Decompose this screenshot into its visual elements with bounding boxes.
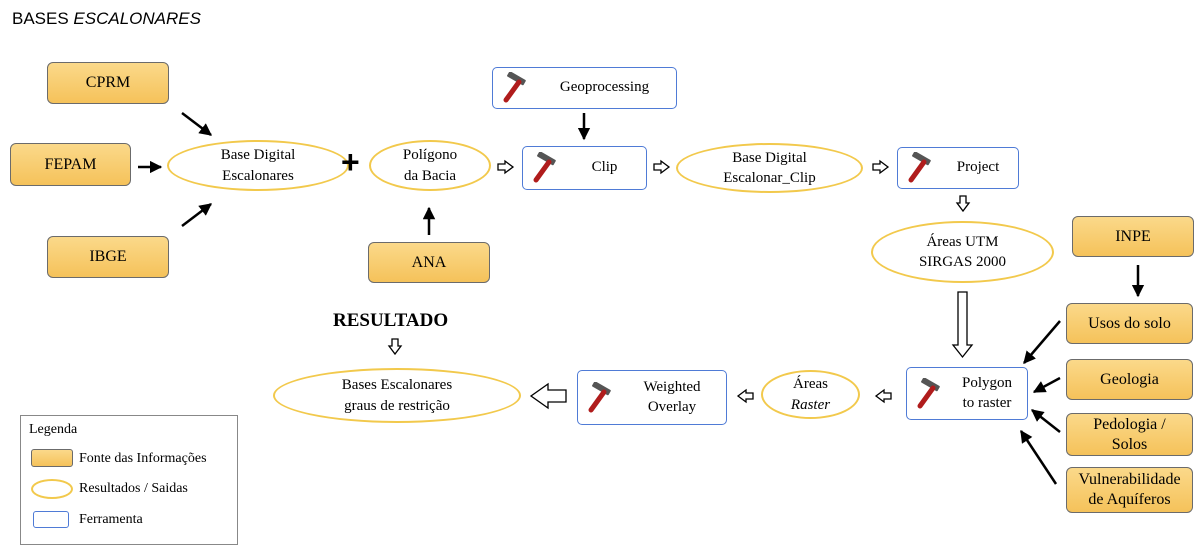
hollow-arrow-left-big (529, 382, 567, 410)
legend: Legenda Fonte das Informações Resultados… (20, 415, 238, 545)
legend-source-swatch (31, 449, 73, 467)
hollow-arrow-right-3 (872, 159, 890, 175)
source-usos-do-solo: Usos do solo (1066, 303, 1193, 344)
legend-tool-swatch (33, 511, 69, 528)
tool-geoprocessing: Geoprocessing (492, 67, 677, 109)
resultado-heading: RESULTADO (333, 310, 449, 331)
hollow-arrow-left-2 (736, 388, 754, 404)
arrow-pedologia (1031, 409, 1061, 433)
hollow-arrow-down-1 (955, 195, 971, 213)
source-fepam: FEPAM (10, 143, 131, 186)
hollow-arrow-down-long (951, 291, 974, 359)
hollow-arrow-right-1 (497, 159, 515, 175)
legend-tool-label: Ferramenta (79, 512, 143, 527)
legend-result-label: Resultados / Saidas (79, 481, 188, 496)
legend-result-swatch (31, 479, 73, 499)
legend-title: Legenda (29, 422, 78, 437)
hammer-icon (533, 152, 556, 183)
page-title: BASES ESCALONARES (12, 9, 201, 28)
hammer-icon (917, 377, 940, 408)
arrow-usos (1023, 320, 1061, 364)
source-inpe: INPE (1072, 216, 1194, 257)
hollow-arrow-left-1 (874, 388, 892, 404)
hammer-icon (908, 152, 931, 183)
source-ibge: IBGE (47, 236, 169, 278)
arrow-ibge (181, 203, 212, 227)
tool-clip: Clip (522, 146, 647, 190)
tool-project: Project (897, 147, 1019, 189)
hollow-arrow-right-2 (653, 159, 671, 175)
source-pedologia: Pedologia /Solos (1066, 413, 1193, 456)
plus-operator: + (341, 144, 360, 180)
arrow-vulnerabilidade (1019, 429, 1058, 485)
hollow-arrow-down-resultado (387, 338, 403, 356)
source-geologia: Geologia (1066, 359, 1193, 400)
hammer-icon (503, 72, 526, 103)
arrow-geologia (1032, 376, 1061, 394)
arrow-cprm (181, 112, 212, 136)
hammer-icon (588, 381, 611, 412)
source-cprm: CPRM (47, 62, 169, 104)
source-ana: ANA (368, 242, 490, 283)
legend-source-label: Fonte das Informações (79, 451, 207, 466)
